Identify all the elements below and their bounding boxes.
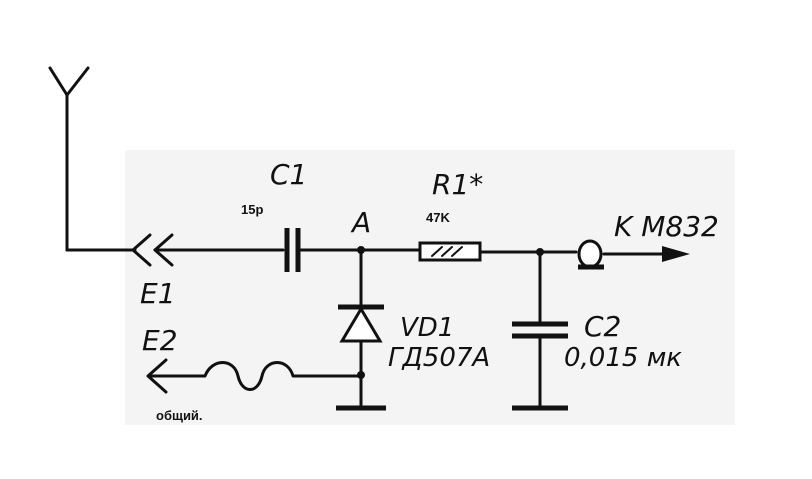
capacitor-c1 (284, 228, 301, 272)
resistor-r1 (418, 241, 482, 262)
e2-wire (146, 358, 363, 394)
label-vd1: VD1 (400, 313, 454, 343)
label-c1: C1 (270, 158, 307, 191)
label-c2: C2 (584, 310, 621, 343)
label-r1: R1* (432, 168, 483, 201)
diode-vd1 (338, 304, 384, 343)
capacitor-c2 (512, 321, 568, 339)
label-vd1-type: ГД507А (388, 343, 490, 373)
label-output: K M832 (614, 210, 719, 243)
label-c2-value: 0,015 мк (564, 343, 682, 373)
antenna-symbol (48, 66, 137, 252)
label-r1-value: 47K (426, 210, 450, 225)
label-e2: E2 (142, 324, 178, 357)
output-socket (577, 239, 690, 270)
diagram-panel (125, 150, 735, 425)
label-node-a: A (350, 206, 371, 239)
label-e1: E1 (140, 277, 176, 310)
label-common: общий. (156, 408, 203, 423)
label-c1-value: 15p (241, 202, 263, 217)
